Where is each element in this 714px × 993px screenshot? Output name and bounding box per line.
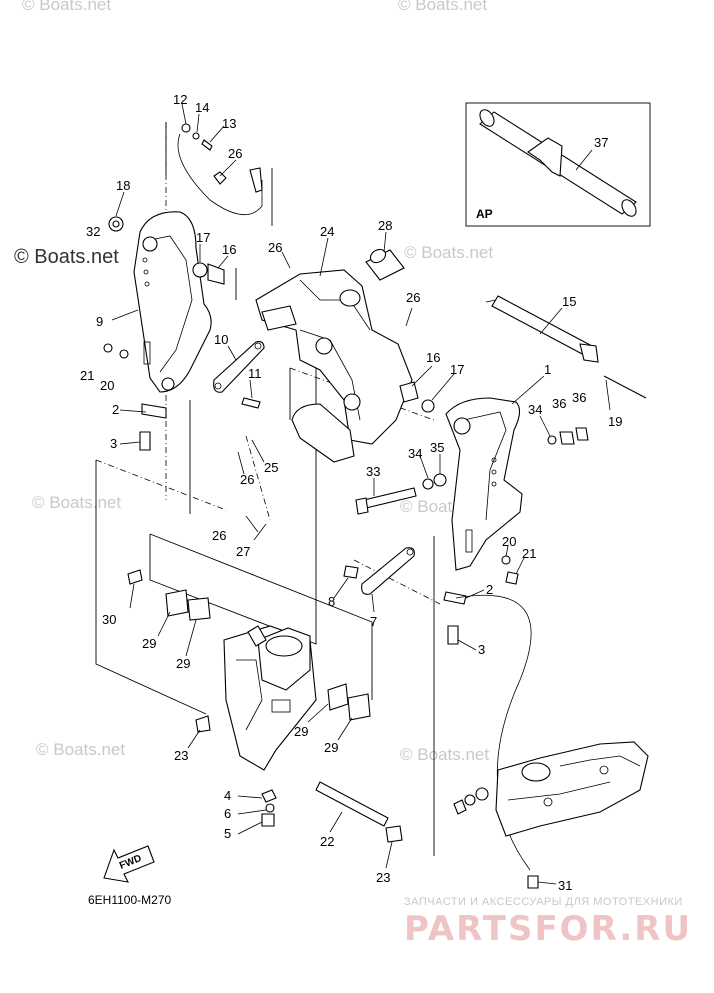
callout-28: 28 bbox=[378, 218, 392, 233]
callout-34: 34 bbox=[528, 402, 542, 417]
callout-13: 13 bbox=[222, 116, 236, 131]
inset-bracket bbox=[527, 137, 563, 177]
callout-17: 17 bbox=[196, 230, 210, 245]
inset-tube-end bbox=[479, 109, 495, 127]
callout-23-b: 23 bbox=[376, 870, 390, 885]
callout-1: 1 bbox=[544, 362, 551, 377]
callout-30: 30 bbox=[102, 612, 116, 627]
callout-31: 31 bbox=[558, 878, 572, 893]
callout-5: 5 bbox=[224, 826, 231, 841]
callout-26-d: 26 bbox=[212, 528, 226, 543]
callout-15: 15 bbox=[562, 294, 576, 309]
callout-26-b: 26 bbox=[268, 240, 282, 255]
callout-21-b: 21 bbox=[522, 546, 536, 561]
callout-17-b: 17 bbox=[450, 362, 464, 377]
lower-mount-bracket bbox=[453, 741, 649, 889]
right-clamp-bracket bbox=[445, 397, 523, 571]
bushing-right bbox=[399, 381, 435, 413]
tilt-cylinder bbox=[223, 625, 317, 771]
callout-32: 32 bbox=[86, 224, 100, 239]
callout-23: 23 bbox=[174, 748, 188, 763]
tilt-tube bbox=[485, 295, 599, 363]
inset-frame bbox=[465, 102, 651, 227]
callout-29-b: 29 bbox=[176, 656, 190, 671]
bushings-left bbox=[127, 569, 371, 733]
right-nuts bbox=[422, 427, 589, 490]
watermark-mid-right: © Boats.net bbox=[404, 243, 493, 262]
callout-18: 18 bbox=[116, 178, 130, 193]
watermark-lower-left: © Boats.net bbox=[36, 740, 125, 759]
callout-3: 3 bbox=[110, 436, 117, 451]
callout-20-b: 20 bbox=[502, 534, 516, 549]
watermark-left-bold: © Boats.net bbox=[14, 246, 119, 268]
link-plate-right bbox=[343, 547, 415, 595]
left-clamp-bracket bbox=[133, 211, 212, 393]
callout-36: 36 bbox=[552, 396, 566, 411]
pin-28 bbox=[365, 248, 405, 281]
brand-name: PARTSFOR.RU bbox=[404, 909, 692, 949]
callout-2: 2 bbox=[112, 402, 119, 417]
callout-34-b: 34 bbox=[408, 446, 422, 461]
callout-26-e: 26 bbox=[406, 290, 420, 305]
callout-21: 21 bbox=[80, 368, 94, 383]
callout-16: 16 bbox=[222, 242, 236, 257]
callout-36-b: 36 bbox=[572, 390, 586, 405]
swivel-bracket bbox=[255, 269, 413, 463]
callout-37: 37 bbox=[594, 135, 608, 150]
fwd-arrow: FWD bbox=[103, 845, 155, 883]
callout-7: 7 bbox=[370, 614, 377, 629]
callout-labels: 12 14 13 26 18 32 17 16 26 24 28 9 10 11… bbox=[80, 92, 622, 893]
callout-9: 9 bbox=[96, 314, 103, 329]
callout-4: 4 bbox=[224, 788, 231, 803]
callout-12: 12 bbox=[173, 92, 187, 107]
callout-26: 26 bbox=[228, 146, 242, 161]
diagram-code: 6EH1100-M270 bbox=[88, 893, 171, 907]
watermark-top-left: © Boats.net bbox=[22, 0, 111, 14]
link-plate-left bbox=[213, 341, 265, 409]
callout-10: 10 bbox=[214, 332, 228, 347]
watermark-top-right: © Boats.net bbox=[398, 0, 487, 14]
watermark-lower-right: © Boats.net bbox=[400, 745, 489, 764]
inset-leader bbox=[575, 149, 593, 171]
callout-25: 25 bbox=[264, 460, 278, 475]
inset-tag: AP bbox=[476, 207, 493, 221]
callout-11: 11 bbox=[248, 366, 262, 381]
callout-27: 27 bbox=[236, 544, 250, 559]
callout-14: 14 bbox=[195, 100, 209, 115]
leader-lines bbox=[111, 103, 611, 885]
callout-20: 20 bbox=[100, 378, 114, 393]
callout-33: 33 bbox=[366, 464, 380, 479]
callout-22: 22 bbox=[320, 834, 334, 849]
inset-ap: 37 AP bbox=[465, 102, 651, 227]
hardware-top-left bbox=[103, 123, 263, 451]
callout-35: 35 bbox=[430, 440, 444, 455]
callout-16-b: 16 bbox=[426, 350, 440, 365]
callout-8: 8 bbox=[328, 594, 335, 609]
inset-tube-end-2 bbox=[621, 199, 637, 217]
shaft-22 bbox=[261, 781, 403, 843]
callout-19: 19 bbox=[608, 414, 622, 429]
callout-24: 24 bbox=[320, 224, 334, 239]
brand-subtitle: ЗАПЧАСТИ И АКСЕССУАРЫ ДЛЯ МОТОТЕХНИКИ bbox=[404, 896, 683, 908]
callout-2-b: 2 bbox=[486, 582, 493, 597]
watermark-mid-left: © Boats.net bbox=[32, 493, 121, 512]
callout-29-d: 29 bbox=[324, 740, 338, 755]
callout-26-c: 26 bbox=[240, 472, 254, 487]
callout-3-b: 3 bbox=[478, 642, 485, 657]
callout-29-c: 29 bbox=[294, 724, 308, 739]
bolt-33 bbox=[355, 487, 417, 515]
callout-6: 6 bbox=[224, 806, 231, 821]
rod-19 bbox=[603, 375, 647, 399]
callout-29: 29 bbox=[142, 636, 156, 651]
